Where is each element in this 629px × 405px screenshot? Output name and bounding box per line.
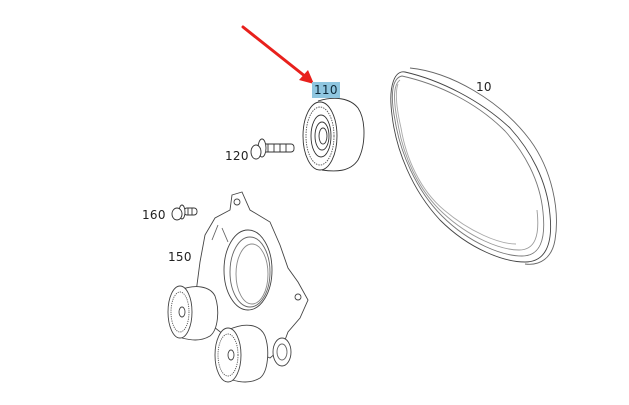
callout-160[interactable]: 160 [142, 208, 166, 222]
callout-120[interactable]: 120 [225, 149, 249, 163]
bolt-icon [171, 204, 198, 221]
drive-belt-icon [390, 67, 557, 265]
tensioner-assembly-icon [167, 191, 309, 383]
bolt-icon [250, 138, 295, 160]
idler-pulley-icon [302, 97, 365, 172]
callout-150[interactable]: 150 [168, 250, 192, 264]
callout-10[interactable]: 10 [476, 80, 492, 94]
callout-110-highlighted[interactable]: 110 [312, 82, 340, 98]
red-arrow-icon [241, 25, 314, 84]
